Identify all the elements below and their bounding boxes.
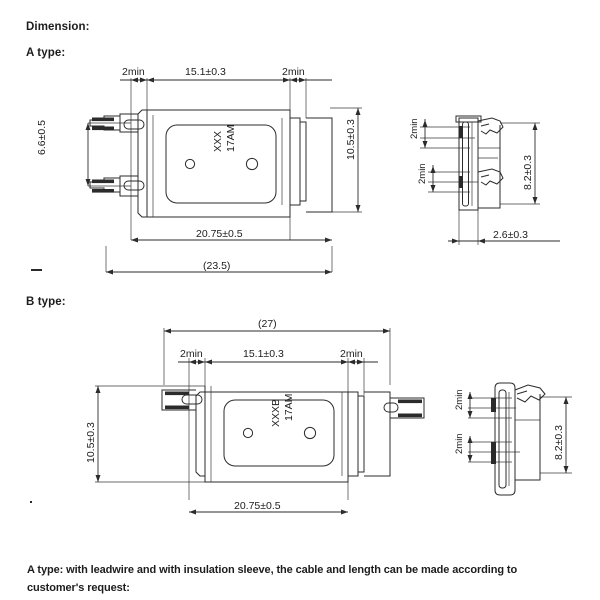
dim-b-total-width: (27) [258,318,277,330]
part-marking-a-line2: XXX [212,131,224,152]
dim-a-terminal-pitch: 6.6±0.5 [36,120,48,155]
dim-a-right-gap: 2min [282,66,305,78]
page-title: Dimension: [26,21,90,33]
dim-a-side-upper-gap: 2min [409,118,420,139]
dim-b-left-gap: 2min [180,348,203,360]
dim-b-side-height: 8.2±0.3 [553,425,565,460]
section-label-b-type: B type: [26,296,66,308]
footnote-line-2: customer's request: [27,582,130,594]
part-marking-b-line1: 17AM [283,394,295,421]
scan-artifact-dash [31,269,42,271]
dim-b-right-gap: 2min [340,348,363,360]
dim-a-overall-width: 20.75±0.5 [196,228,243,240]
dim-a-body-width: 15.1±0.3 [185,66,226,78]
scan-artifact-dot [30,501,32,503]
dim-a-left-gap: 2min [122,66,145,78]
dim-b-side-lower-gap: 2min [454,433,465,454]
footnote-line-1: A type: with leadwire and with insulatio… [27,564,518,576]
part-marking-b-line2: XXXB [270,399,282,427]
dim-a-side-lower-gap: 2min [417,163,428,184]
dim-b-body-width: 15.1±0.3 [243,348,284,360]
dim-b-side-upper-gap: 2min [454,389,465,410]
dim-a-side-thickness: 2.6±0.3 [493,229,528,241]
dim-b-body-height: 10.5±0.3 [85,422,97,463]
dim-a-body-height: 10.5±0.3 [345,119,357,160]
section-label-a-type: A type: [26,47,66,59]
dim-a-side-height: 8.2±0.3 [522,155,534,190]
dim-a-total-width: (23.5) [203,260,230,272]
part-marking-a-line1: 17AM [225,125,237,152]
dim-b-overall-width: 20.75±0.5 [234,500,281,512]
